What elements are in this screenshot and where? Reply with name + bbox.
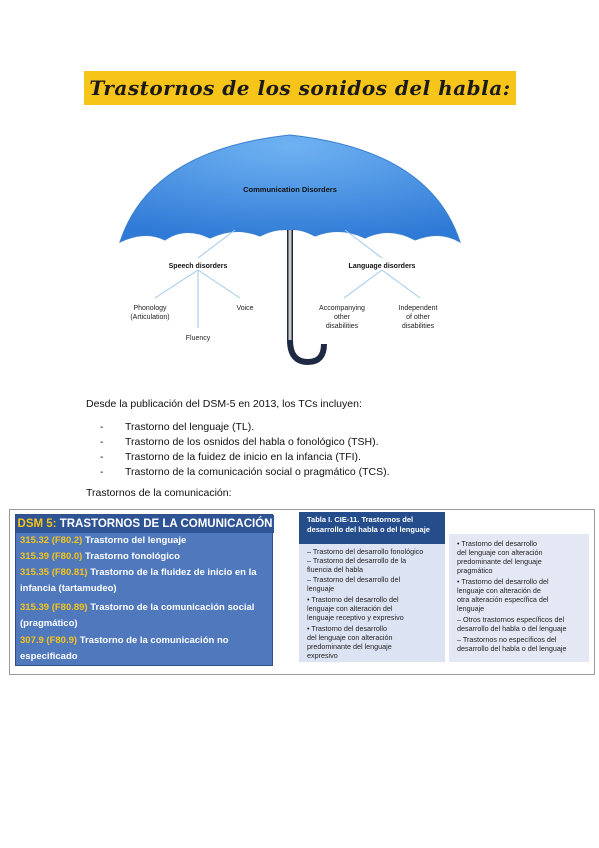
cie-item: – Trastornos no específicos del	[457, 635, 557, 644]
cie-item: predominante del lenguaje	[457, 557, 542, 566]
independent-label: Independent	[399, 305, 438, 312]
articulation-label: (Articulation)	[130, 314, 169, 321]
disabilities-label: disabilities	[326, 323, 359, 330]
page-title: Trastornos de los sonidos del habla:	[89, 76, 511, 100]
cie-item: pragmático	[457, 566, 493, 575]
cie-item: desarrollo del habla o del lenguaje	[457, 624, 567, 633]
umbrella-handle	[287, 230, 327, 366]
disabilities-label-2: disabilities	[402, 323, 435, 330]
cie-header: Tabla I. CIE-11. Trastornos del desarrol…	[299, 512, 445, 544]
section-label: Trastornos de la comunicación:	[86, 487, 232, 499]
root-label: Communication Disorders	[243, 185, 337, 194]
phonology-label: Phonology	[133, 305, 167, 312]
speech-label: Speech disorders	[169, 263, 228, 270]
title-banner: Trastornos de los sonidos del habla:	[84, 71, 516, 105]
cie-item: lenguaje con alteración de	[457, 586, 541, 595]
cie-item: • Trastorno del desarrollo del	[457, 577, 549, 586]
dsm-line: especificado	[20, 651, 78, 662]
dsm-line: 315.35 (F80.81) Trastorno de la fluidez …	[20, 567, 257, 578]
dsm-line: 315.39 (F80.89) Trastorno de la comunica…	[20, 602, 255, 613]
cie-item: del lenguaje con alteración	[307, 633, 393, 642]
dsm-line: 315.39 (F80.0) Trastorno fonológico	[20, 551, 180, 562]
language-label: Language disorders	[349, 263, 416, 270]
cie-item: • Trastorno del desarrollo	[457, 539, 538, 548]
fluency-label: Fluency	[186, 335, 211, 342]
dsm-title: DSM 5: TRASTORNOS DE LA COMUNICACIÓN	[16, 515, 274, 533]
cie-item: lenguaje receptivo y expresivo	[307, 613, 404, 622]
dsm-line: 307.9 (F80.9) Trastorno de la comunicaci…	[20, 635, 229, 646]
other-label: other	[334, 314, 351, 321]
dsm-panel: DSM 5: TRASTORNOS DE LA COMUNICACIÓN 315…	[15, 514, 274, 666]
intro-text: Desde la publicación del DSM-5 en 2013, …	[86, 398, 362, 410]
cie-left-column: – Trastorno del desarrollo fonológico – …	[299, 544, 445, 662]
list-item: -Trastorno de la fuidez de inicio en la …	[100, 451, 361, 463]
cie-item: – Otros trastornos específicos del	[457, 615, 565, 624]
cie-item: • Trastorno del desarrollo del	[307, 595, 399, 604]
of-other-label: of other	[406, 314, 430, 321]
voice-label: Voice	[236, 305, 253, 312]
cie-item: lenguaje	[457, 604, 485, 613]
cie-panel: Tabla I. CIE-11. Trastornos del desarrol…	[299, 512, 591, 662]
cie-item: • Trastorno del desarrollo	[307, 624, 388, 633]
cie-item: – Trastorno del desarrollo de la	[307, 556, 407, 565]
cie-item: lenguaje	[307, 584, 335, 593]
cie-item: expresivo	[307, 651, 338, 660]
umbrella-diagram: Communication Disorders Speech disorders…	[119, 134, 461, 366]
bullet-list: -Trastorno del lenguaje (TL). -Trastorno…	[100, 420, 520, 480]
dsm-line: infancia (tartamudeo)	[20, 583, 117, 594]
list-item: -Trastorno de la comunicación social o p…	[100, 466, 390, 478]
dsm-line: 315.32 (F80.2) Trastorno del lenguaje	[20, 535, 187, 546]
cie-item: del lenguaje con alteración	[457, 548, 543, 557]
dsm-line: (pragmático)	[20, 618, 78, 629]
cie-right-column: • Trastorno del desarrollo del lenguaje …	[449, 534, 589, 662]
accompanying-label: Accompanying	[319, 305, 365, 312]
cie-item: lenguaje con alteración del	[307, 604, 393, 613]
cie-item: – Trastorno del desarrollo del	[307, 575, 401, 584]
cie-item: – Trastorno del desarrollo fonológico	[307, 547, 424, 556]
cie-item: desarrollo del habla o del lenguaje	[457, 644, 567, 653]
cie-item: otra alteración específica del	[457, 595, 549, 604]
list-item: -Trastorno del lenguaje (TL).	[100, 421, 255, 433]
list-item: -Trastorno de los osnidos del habla o fo…	[100, 436, 379, 448]
cie-item: predominante del lenguaje	[307, 642, 392, 651]
umbrella-canopy	[119, 134, 461, 244]
cie-item: fluencia del habla	[307, 565, 363, 574]
